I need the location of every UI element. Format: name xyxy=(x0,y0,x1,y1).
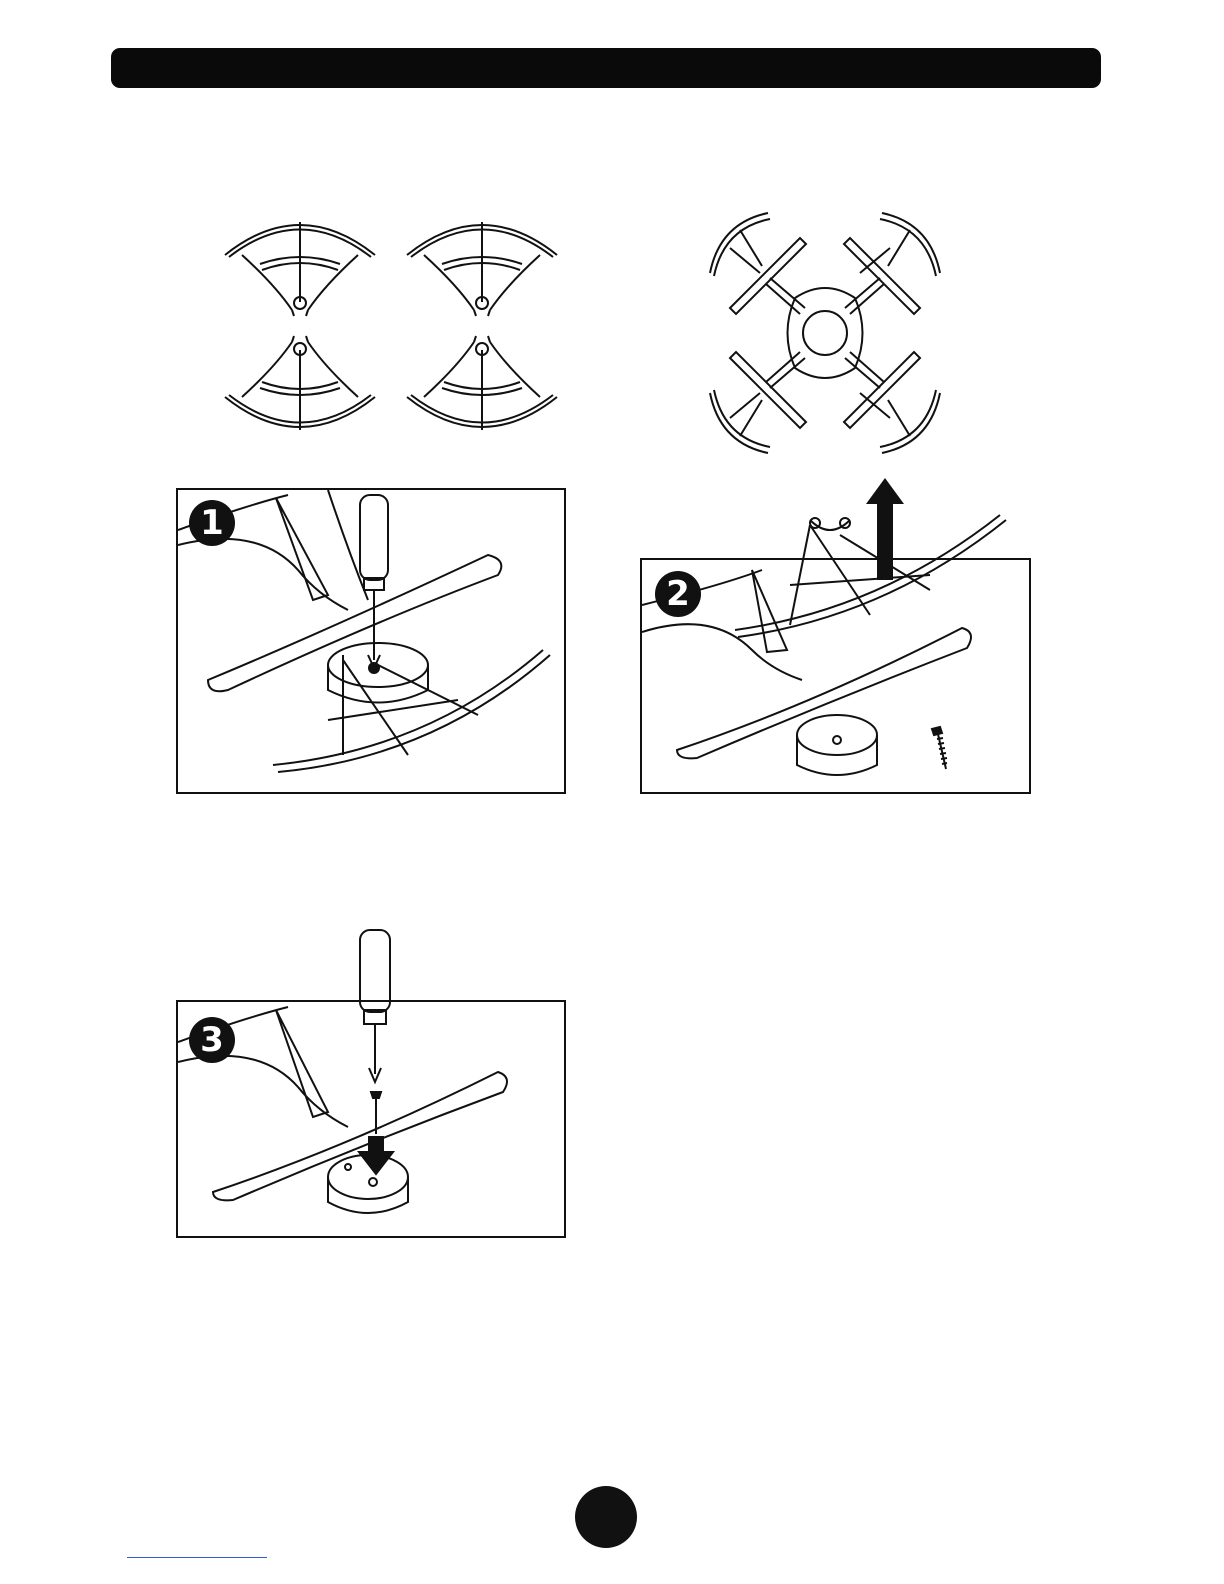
header-bar xyxy=(111,48,1101,88)
guard-icon xyxy=(273,650,550,772)
screwdriver-icon xyxy=(360,495,388,668)
step-2-badge: 2 xyxy=(655,571,701,617)
quadcopter-top-view xyxy=(700,208,950,458)
propeller-tl-icon xyxy=(730,238,806,314)
guard-top-right-icon xyxy=(407,222,557,316)
page-number-dot xyxy=(575,1486,637,1548)
arrow-up-icon xyxy=(866,478,904,580)
step-3-badge: 3 xyxy=(189,1017,235,1063)
propeller-tr-icon xyxy=(844,238,920,314)
arrow-down-icon xyxy=(359,1137,393,1174)
guard-bottom-right-icon xyxy=(407,336,557,430)
propeller-bl-icon xyxy=(730,352,806,428)
propeller-guards-figure xyxy=(220,210,570,445)
screwdriver-icon xyxy=(357,928,393,1088)
step-1-badge: 1 xyxy=(189,500,235,546)
propeller-br-icon xyxy=(844,352,920,428)
guard-bottom-left-icon xyxy=(225,336,375,430)
screw-icon xyxy=(928,725,952,775)
guard-top-left-icon xyxy=(225,222,375,316)
propeller-blade-icon xyxy=(208,555,501,691)
propeller-blade-icon xyxy=(213,1072,507,1200)
footer-link-rule xyxy=(127,1557,267,1558)
step-1-panel xyxy=(176,488,566,794)
